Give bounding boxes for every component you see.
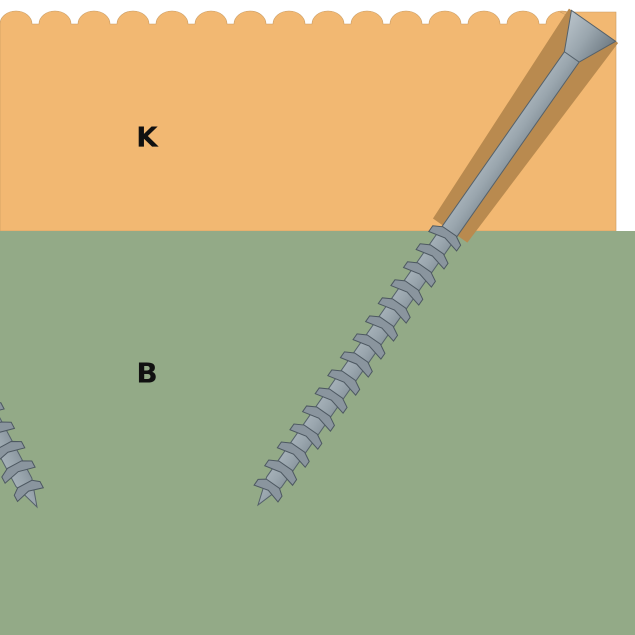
- screw-thread: [352, 333, 386, 360]
- screw-thread: [402, 261, 436, 288]
- screw-thread: [263, 459, 298, 487]
- screw-thread: [427, 225, 462, 252]
- screw-thread: [327, 369, 361, 396]
- screw-thread: [0, 440, 26, 465]
- screw-partial-left: [0, 316, 45, 509]
- screw-thread: [301, 405, 336, 433]
- screw-thread: [0, 421, 16, 446]
- label-bottom-layer: B: [136, 356, 158, 390]
- screw-thread: [364, 315, 399, 342]
- screw-thread: [289, 423, 323, 451]
- screw-thread: [253, 478, 283, 503]
- screw-thread: [314, 387, 348, 414]
- screw-thread: [13, 479, 45, 503]
- screw-body: [0, 316, 38, 509]
- screw-head-edge: [564, 51, 580, 63]
- screw-thread: [276, 441, 310, 469]
- screw-main: [253, 8, 619, 507]
- screw-thread: [339, 351, 373, 378]
- screw-thread: [377, 297, 411, 324]
- screw-thread: [390, 279, 424, 306]
- label-top-layer: K: [136, 120, 158, 154]
- screw-thread: [415, 243, 449, 270]
- screw-thread: [1, 460, 36, 484]
